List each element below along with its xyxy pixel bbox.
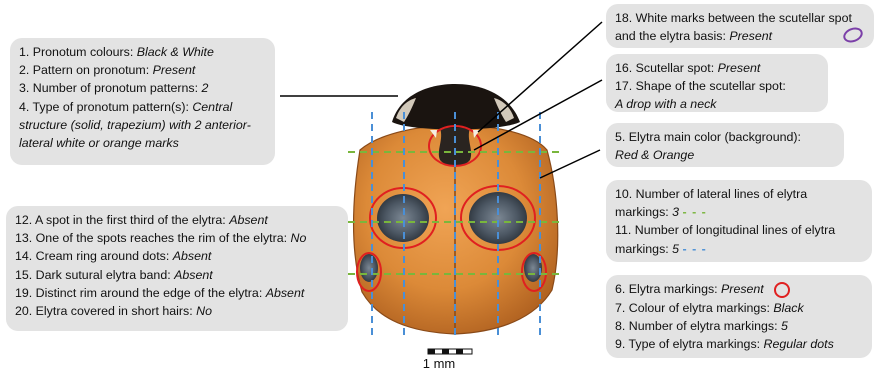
trait-11: 11. Number of longitudinal lines of elyt… <box>615 221 863 257</box>
spot-left-small <box>360 254 378 282</box>
trait-12: 12. A spot in the first third of the ely… <box>15 211 339 229</box>
trait-3: 3. Number of pronotum patterns: 2 <box>19 79 266 97</box>
pronotum-traits-box: 1. Pronotum colours: Black & White 2. Pa… <box>10 38 275 165</box>
trait-15: 15. Dark sutural elytra band: Absent <box>15 266 339 284</box>
trait-2: 2. Pattern on pronotum: Present <box>19 61 266 79</box>
scale-bar-label: 1 mm <box>412 356 466 371</box>
green-dash-legend: - - - <box>683 205 707 219</box>
scutellar-box: 16. Scutellar spot: Present 17. Shape of… <box>606 54 828 112</box>
trait-7: 7. Colour of elytra markings: Black <box>615 299 863 317</box>
trait-14: 14. Cream ring around dots: Absent <box>15 247 339 265</box>
purple-ellipse-icon <box>842 27 864 43</box>
red-circle-icon <box>773 281 791 299</box>
main-color-box: 5. Elytra main color (background): Red &… <box>606 123 844 167</box>
trait-19: 19. Distinct rim around the edge of the … <box>15 284 339 302</box>
trait-5-value: Red & Orange <box>615 146 835 164</box>
trait-1: 1. Pronotum colours: Black & White <box>19 43 266 61</box>
trait-20: 20. Elytra covered in short hairs: No <box>15 302 339 320</box>
white-marks-box: 18. White marks between the scutellar sp… <box>606 4 874 48</box>
elytra-markings-box: 6. Elytra markings: Present 7. Colour of… <box>606 275 872 358</box>
trait-6: 6. Elytra markings: Present <box>615 280 863 299</box>
elytra-spot-traits-box: 12. A spot in the first third of the ely… <box>6 206 348 331</box>
trait-10: 10. Number of lateral lines of elytra ma… <box>615 185 863 221</box>
trait-9: 9. Type of elytra markings: Regular dots <box>615 335 863 353</box>
trait-8: 8. Number of elytra markings: 5 <box>615 317 863 335</box>
trait-5: 5. Elytra main color (background): <box>615 128 835 146</box>
blue-dash-legend: - - - <box>683 242 707 256</box>
trait-16: 16. Scutellar spot: Present <box>615 59 819 77</box>
trait-17: 17. Shape of the scutellar spot: <box>615 77 819 95</box>
trait-18: 18. White marks between the scutellar sp… <box>615 9 865 45</box>
trait-17-value: A drop with a neck <box>615 95 819 113</box>
trait-4: 4. Type of pronotum pattern(s): Central … <box>19 98 266 153</box>
trait-13: 13. One of the spots reaches the rim of … <box>15 229 339 247</box>
elytra-lines-box: 10. Number of lateral lines of elytra ma… <box>606 180 872 262</box>
